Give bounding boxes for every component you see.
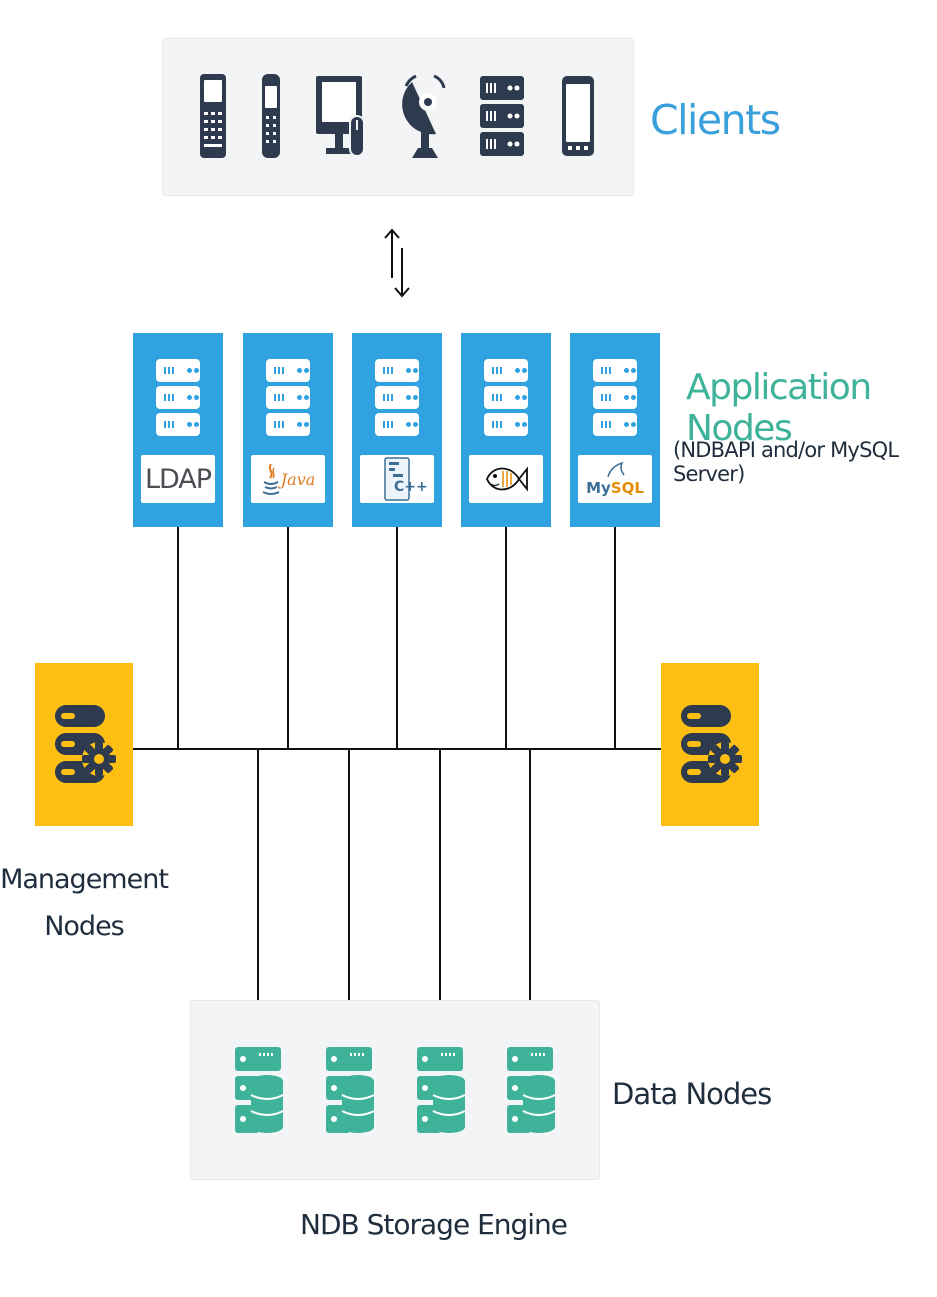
application-node-ldap: LDAP [133, 333, 223, 527]
mysql-logo: MySQL [578, 455, 652, 503]
dolphin-icon [607, 461, 625, 478]
server-stack-icon [375, 359, 419, 440]
application-node-java: Java [243, 333, 333, 527]
server-gear-icon [681, 705, 742, 783]
application-nodes-title: Application Nodes [686, 367, 872, 449]
cpp-logo: C++ [360, 455, 434, 503]
application-node-cpp: C++ [352, 333, 442, 527]
server-rack-icon [480, 76, 524, 156]
java-label: Java [280, 469, 316, 489]
server-stack-icon [484, 359, 528, 440]
feature-phone-icon [262, 74, 280, 158]
desktop-computer-icon [316, 76, 365, 157]
database-server-icon [235, 1047, 283, 1133]
database-server-icon [507, 1047, 555, 1133]
bidirectional-arrow-icon [384, 228, 410, 298]
satellite-dish-icon [402, 74, 446, 158]
management-nodes-label: Management Nodes [0, 856, 169, 950]
mysql-label: MySQL [586, 479, 644, 497]
management-node-left [35, 663, 133, 826]
java-logo: Java [251, 455, 325, 503]
application-node-fish [461, 333, 551, 527]
fish-logo-icon [486, 466, 528, 492]
application-node-mysql: MySQL [570, 333, 660, 527]
clients-group [162, 38, 634, 196]
ldap-logo: LDAP [141, 455, 215, 503]
management-label-line1: Management [0, 864, 169, 895]
clients-title: Clients [650, 96, 781, 144]
management-node-right [661, 663, 759, 826]
data-nodes-title: Data Nodes [612, 1077, 772, 1111]
server-stack-icon [266, 359, 310, 440]
ndb-storage-engine-title: NDB Storage Engine [300, 1208, 568, 1241]
application-nodes-subtitle: (NDBAPI and/or MySQL Server) [673, 438, 899, 486]
cpp-label: C++ [394, 479, 428, 495]
management-label-line2: Nodes [44, 911, 125, 942]
fish-logo [469, 455, 543, 503]
ldap-label: LDAP [144, 463, 212, 495]
server-stack-icon [593, 359, 637, 440]
database-server-icon [326, 1047, 374, 1133]
cpp-file-icon [384, 457, 410, 501]
server-stack-icon [156, 359, 200, 440]
smartphone-icon [562, 76, 594, 156]
server-gear-icon [55, 705, 116, 783]
database-server-icon [417, 1047, 465, 1133]
java-cup-icon [262, 463, 280, 495]
blackberry-phone-icon [200, 74, 226, 158]
